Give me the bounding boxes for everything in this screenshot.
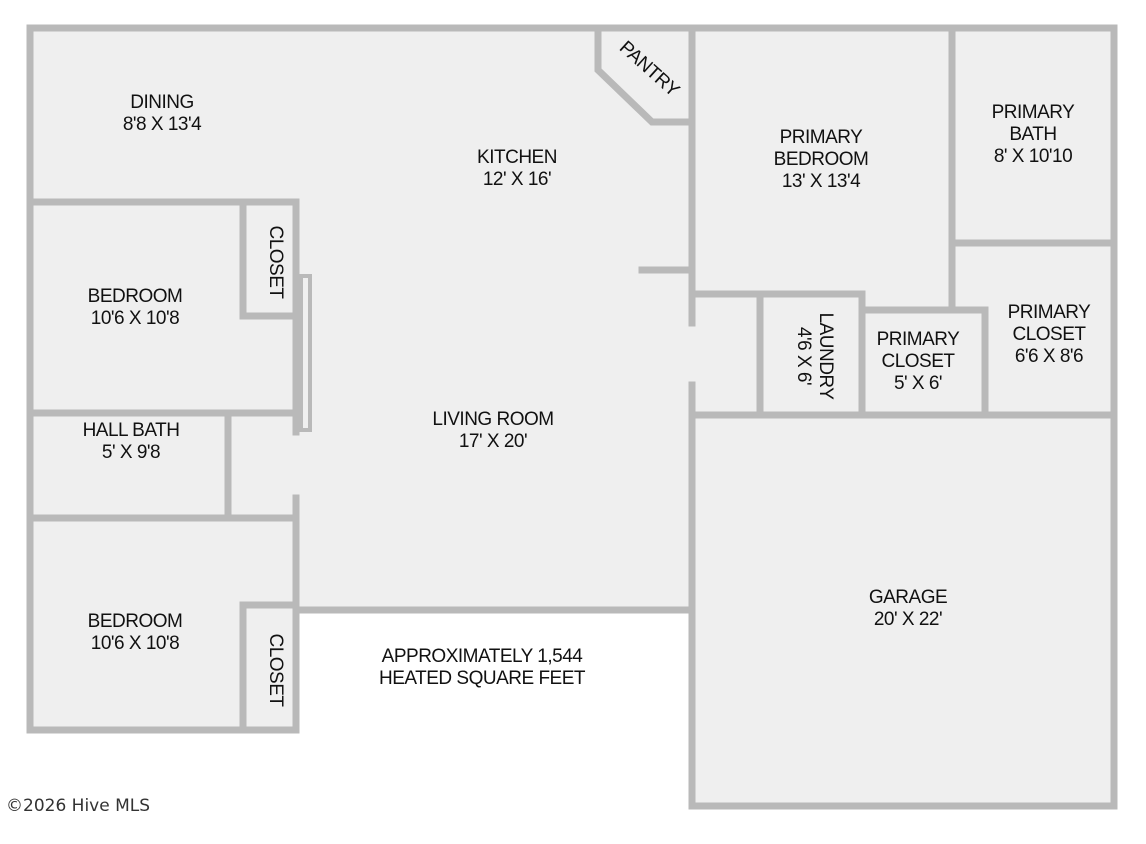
copyright-watermark: ©2026 Hive MLS <box>6 796 151 816</box>
sliding-door <box>299 274 312 432</box>
primary-bath-label-2: BATH <box>1009 124 1056 145</box>
hall-bath-label: HALL BATH <box>83 420 180 441</box>
garage-size: 20' X 22' <box>874 609 942 630</box>
primary-closet-small-size: 5' X 6' <box>894 373 942 394</box>
square-feet-note-2: HEATED SQUARE FEET <box>379 668 586 689</box>
dining-label: DINING <box>130 92 194 113</box>
square-feet-note-1: APPROXIMATELY 1,544 <box>382 646 584 667</box>
laundry-label: LAUNDRY <box>815 313 836 401</box>
kitchen-size: 12' X 16' <box>483 169 551 190</box>
living-room-label: LIVING ROOM <box>432 409 553 430</box>
walls <box>26 24 1118 810</box>
primary-closet-small-label-2: CLOSET <box>881 351 955 372</box>
living-room-size: 17' X 20' <box>459 431 527 452</box>
kitchen-label: KITCHEN <box>477 147 557 168</box>
primary-bedroom-label-1: PRIMARY <box>780 127 864 148</box>
primary-closet-large-label-2: CLOSET <box>1012 324 1086 345</box>
primary-bath-label-1: PRIMARY <box>992 102 1076 123</box>
primary-closet-small-label-1: PRIMARY <box>877 329 961 350</box>
bedroom-label-2: BEDROOM <box>88 611 183 632</box>
closet-label-top: CLOSET <box>265 225 286 299</box>
laundry-size: 4'6 X 6' <box>793 327 814 385</box>
bedroom-label-1: BEDROOM <box>88 286 183 307</box>
primary-bedroom-size: 13' X 13'4 <box>782 171 861 192</box>
primary-closet-large-label-1: PRIMARY <box>1008 302 1092 323</box>
primary-bath-size: 8' X 10'10 <box>994 146 1072 167</box>
primary-bedroom-label-2: BEDROOM <box>774 149 869 170</box>
hall-bath-size: 5' X 9'8 <box>102 442 160 463</box>
primary-closet-large-size: 6'6 X 8'6 <box>1015 346 1083 367</box>
dining-size: 8'8 X 13'4 <box>123 114 202 135</box>
closet-label-bottom: CLOSET <box>265 633 286 707</box>
bedroom-size-1: 10'6 X 10'8 <box>91 308 179 329</box>
garage-label: GARAGE <box>869 587 947 608</box>
bedroom-size-2: 10'6 X 10'8 <box>91 633 179 654</box>
